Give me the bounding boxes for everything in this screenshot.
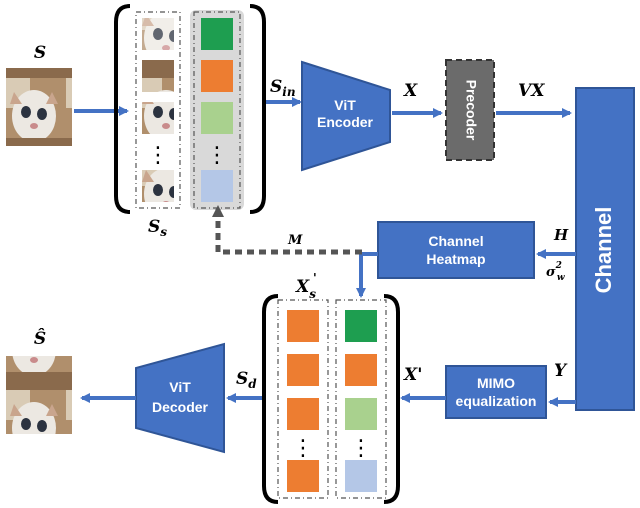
- selected-patch: [287, 310, 319, 342]
- embedding-patch: [201, 102, 233, 134]
- ellipsis-dots: ⋮: [350, 436, 372, 461]
- equalized-label: X': [403, 365, 422, 385]
- channel-state-label: H: [553, 226, 569, 244]
- mimo-label-1: MIMO: [477, 375, 515, 391]
- received-patch: [345, 398, 377, 430]
- heatmap-label-2: Heatmap: [426, 251, 485, 267]
- mimo-equalization-block: [445, 365, 547, 419]
- received-patch: [345, 354, 377, 386]
- split-patches-label: Ss: [148, 217, 167, 239]
- left-paren-bottom: [262, 294, 279, 504]
- vit-encoder-label-2: Encoder: [317, 114, 374, 130]
- vit-encoder-label-1: ViT: [334, 97, 356, 113]
- image-patch: [142, 18, 174, 50]
- left-paren-top: [114, 4, 131, 214]
- decoder-input-label: Sd: [236, 369, 257, 391]
- embedding-patch: [201, 60, 233, 92]
- precoder-label: Precoder: [463, 80, 479, 141]
- encoder-output-label: X: [403, 81, 418, 101]
- input-cat-image: [6, 68, 72, 146]
- patch-group-top: ⋮ ⋮: [114, 4, 266, 214]
- output-cat-image: [6, 356, 72, 434]
- precoder-block: [445, 59, 495, 161]
- channel-label: Channel: [591, 207, 616, 294]
- vit-decoder-label-1: ViT: [169, 379, 191, 395]
- ellipsis-dots: ⋮: [292, 436, 314, 461]
- right-paren-top: [249, 4, 266, 214]
- selected-patch: [287, 398, 319, 430]
- ellipsis-dots: ⋮: [147, 143, 169, 168]
- right-paren-bottom: [383, 294, 400, 504]
- image-patch: [142, 170, 174, 202]
- embedding-patch: [201, 170, 233, 202]
- selected-patches-label: Xs': [295, 271, 317, 301]
- heatmap-label-1: Channel: [428, 233, 483, 249]
- image-patch: [142, 102, 174, 134]
- mimo-label-2: equalization: [456, 393, 537, 409]
- received-patch: [345, 310, 377, 342]
- vit-decoder-block: [135, 342, 225, 454]
- encoder-input-label: Sin: [270, 77, 296, 99]
- selected-patch: [287, 354, 319, 386]
- vit-decoder-label-2: Decoder: [152, 399, 209, 415]
- selected-patch: [287, 460, 319, 492]
- ellipsis-dots: ⋮: [206, 143, 228, 168]
- channel-heatmap-block: [377, 221, 535, 279]
- embedding-patch: [201, 18, 233, 50]
- vit-encoder-block: [301, 60, 391, 172]
- channel-block: [575, 87, 635, 411]
- input-image-label: S: [34, 43, 46, 63]
- precoded-label: VX: [518, 81, 545, 101]
- received-patch: [345, 460, 377, 492]
- arrow-heatmap-to-selection: [356, 252, 378, 298]
- mask-feedback-arrow: [212, 205, 362, 255]
- channel-output-label: Y: [554, 361, 568, 381]
- output-image-label: Ŝ: [34, 328, 46, 349]
- patch-group-bottom: ⋮ ⋮: [262, 294, 400, 504]
- image-patch: [142, 60, 174, 92]
- mask-label: M: [287, 233, 303, 248]
